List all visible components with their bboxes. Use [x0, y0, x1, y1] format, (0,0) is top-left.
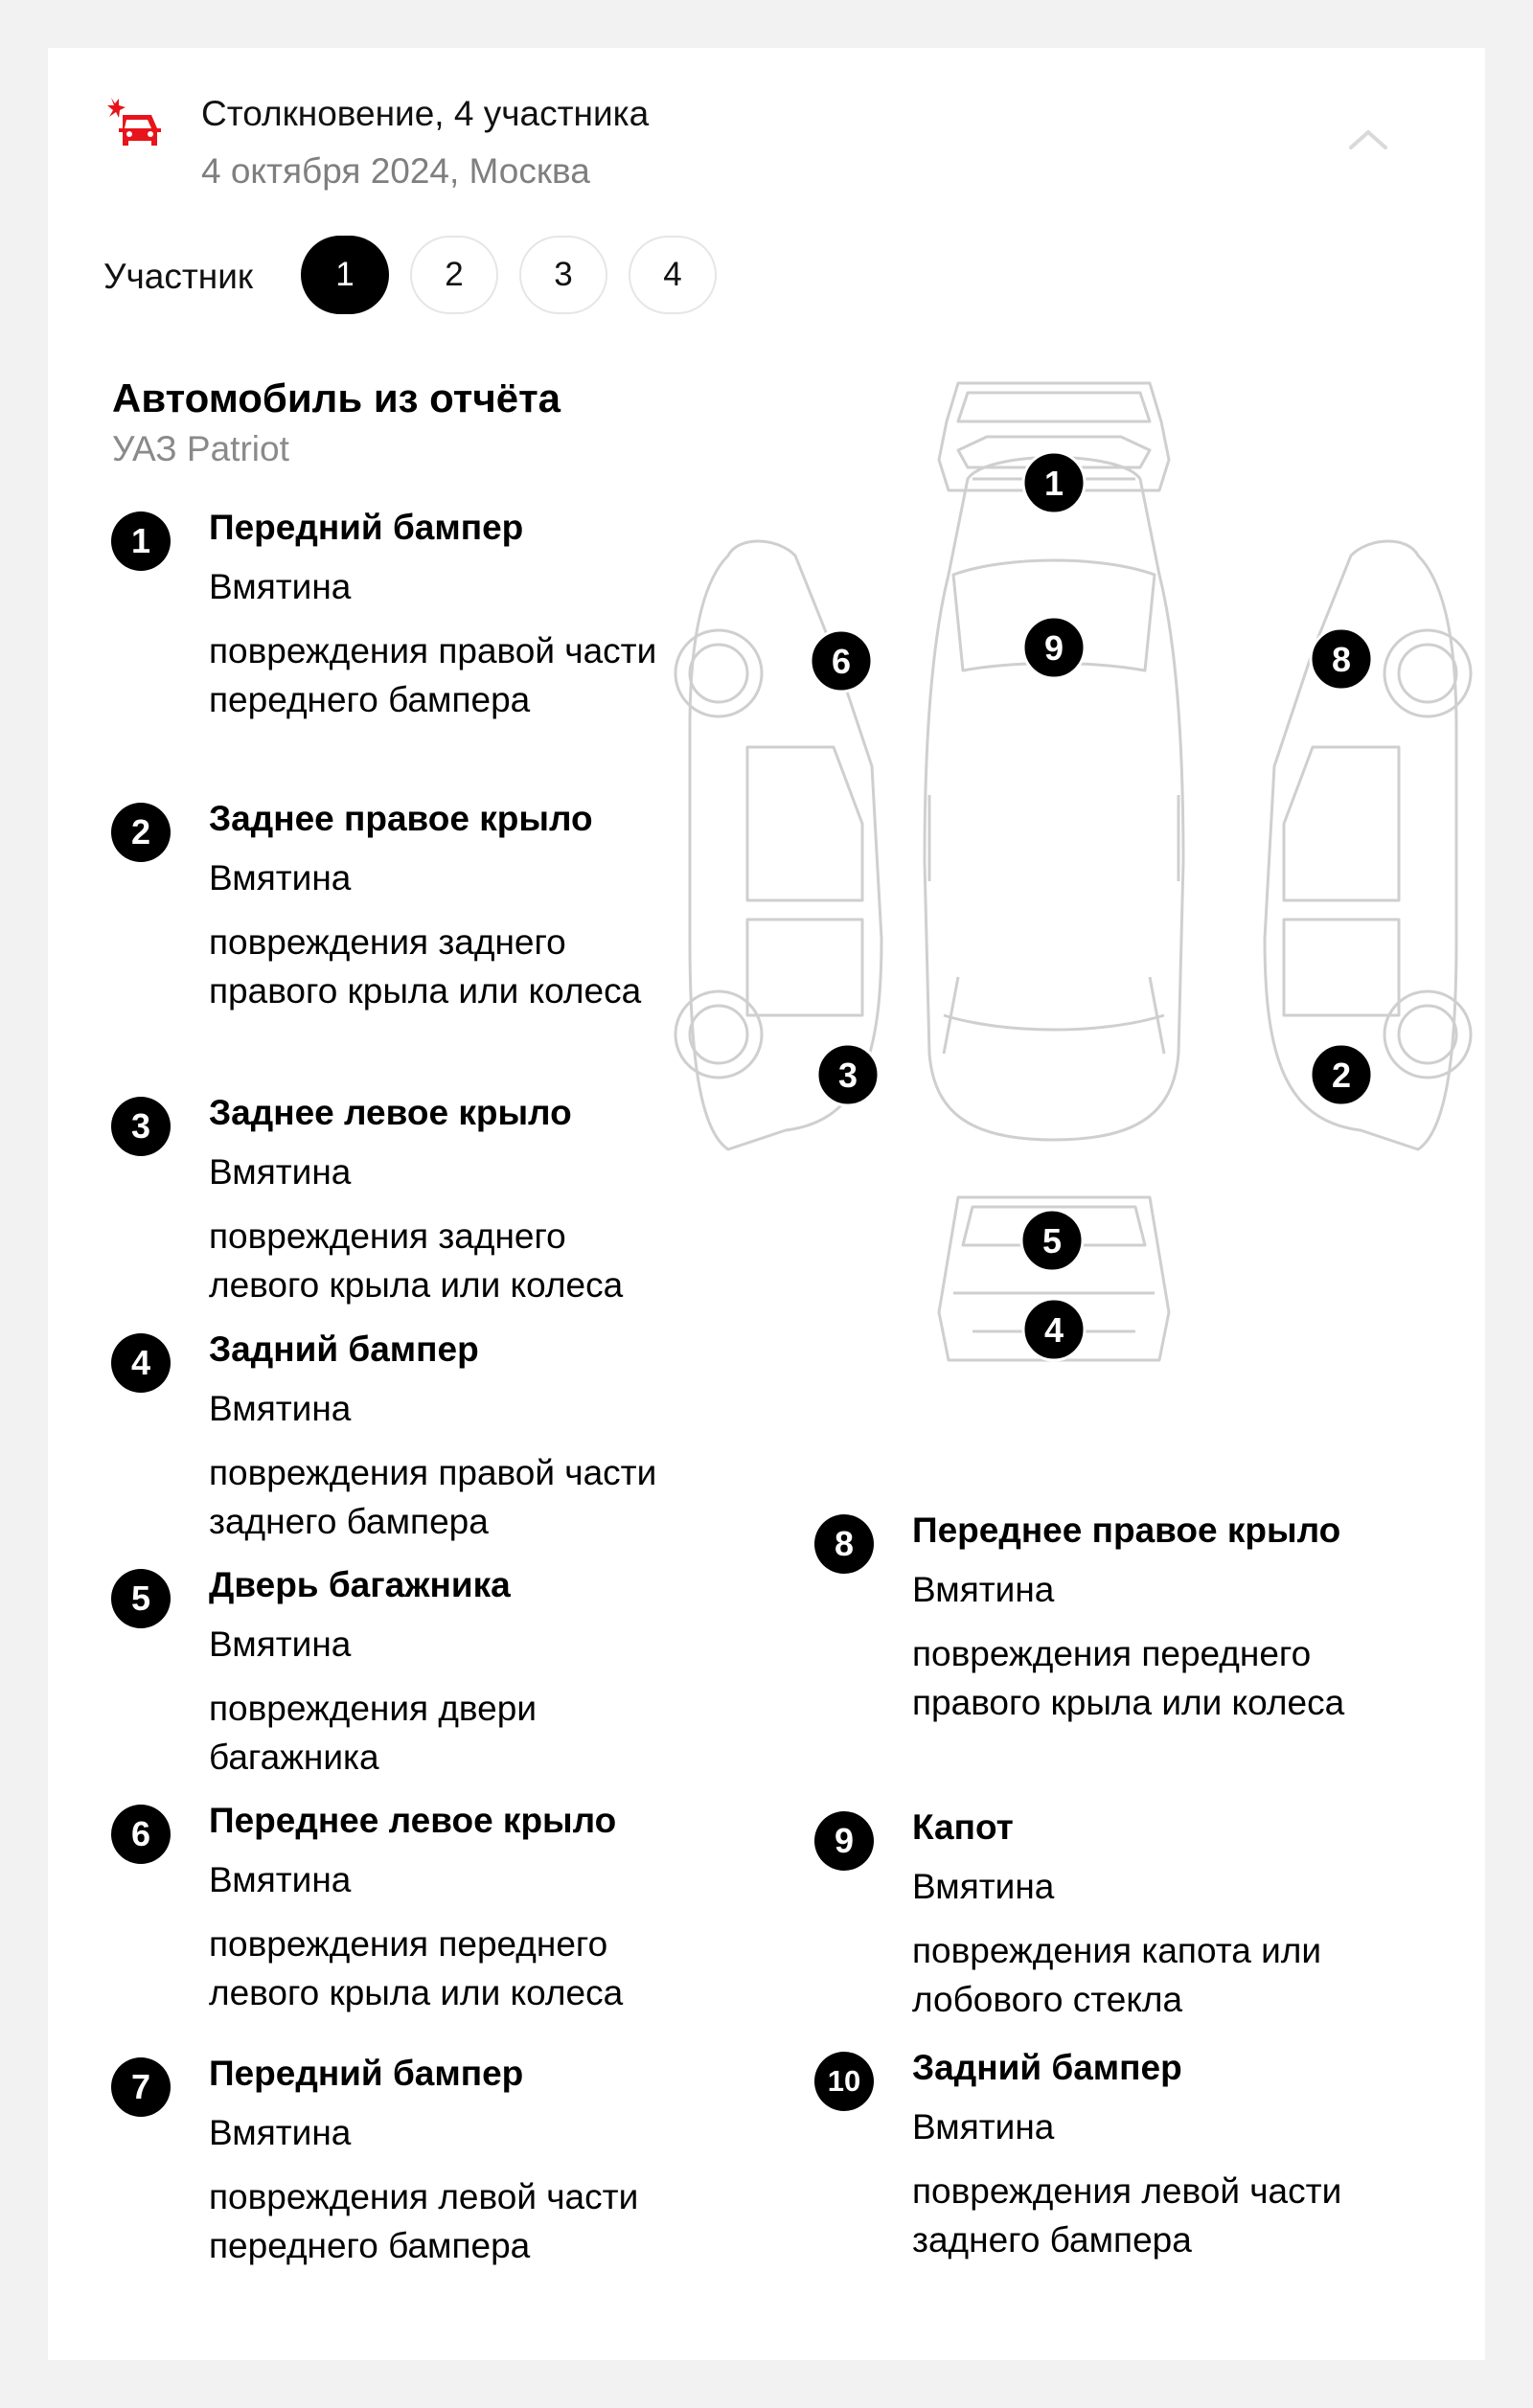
damage-description: повреждения заднего левого крыла или кол… [209, 1216, 624, 1305]
damage-description: повреждения правой части переднего бампе… [209, 631, 657, 719]
svg-text:3: 3 [838, 1056, 858, 1095]
damage-item: 10 Задний бампер Вмятина повреждения лев… [814, 2048, 1341, 2268]
car-model: УАЗ Patriot [112, 429, 289, 468]
svg-text:9: 9 [1044, 628, 1064, 668]
damage-type: Вмятина [209, 1860, 352, 1899]
accident-date-location: 4 октября 2024, Москва [201, 151, 590, 191]
car-right-side-view [1263, 539, 1473, 1151]
damage-item: 1 Передний бампер Вмятина повреждения пр… [111, 508, 656, 776]
svg-text:8: 8 [1332, 640, 1351, 679]
diagram-marker-9: 9 [1021, 615, 1087, 680]
damage-item: 7 Передний бампер Вмятина повреждения ле… [111, 2054, 638, 2322]
car-section-title: Автомобиль из отчёта [112, 375, 561, 420]
damage-number-badge: 10 [814, 2052, 874, 2111]
damage-item: 4 Задний бампер Вмятина повреждения прав… [111, 1329, 656, 1550]
damage-part-name: Передний бампер [209, 508, 524, 547]
damage-number-badge: 4 [111, 1333, 171, 1393]
damage-part-name: Задний бампер [912, 2048, 1182, 2087]
chevron-up-icon[interactable] [1345, 125, 1391, 153]
participant-tabs: 1 2 3 4 [301, 236, 717, 314]
participant-tab-4[interactable]: 4 [629, 236, 717, 314]
damage-number-badge: 7 [111, 2057, 171, 2117]
participant-tab-3[interactable]: 3 [519, 236, 607, 314]
damage-type: Вмятина [209, 858, 352, 897]
damage-description: повреждения правой части заднего бампера [209, 1453, 657, 1541]
damage-number-badge: 5 [111, 1569, 171, 1628]
damage-number-badge: 2 [111, 803, 171, 862]
damage-number-badge: 1 [111, 511, 171, 571]
damage-description: повреждения капота или лобового стекла [912, 1931, 1322, 2019]
damage-type: Вмятина [209, 1624, 352, 1664]
damage-type: Вмятина [912, 2107, 1055, 2147]
svg-text:2: 2 [1332, 1056, 1351, 1095]
damage-description: повреждения левой части переднего бампер… [209, 2177, 639, 2265]
damage-item: 5 Дверь багажника Вмятина повреждения дв… [111, 1565, 561, 1785]
car-front-view [937, 381, 1171, 492]
damage-type: Вмятина [209, 1389, 352, 1428]
damage-item: 2 Заднее правое крыло Вмятина повреждени… [111, 799, 641, 1067]
damage-description: повреждения заднего правого крыла или ко… [209, 922, 642, 1011]
damage-number-badge: 6 [111, 1805, 171, 1864]
damage-item: 6 Переднее левое крыло Вмятина поврежден… [111, 1801, 623, 2021]
damage-description: повреждения двери багажника [209, 1689, 537, 1777]
diagram-marker-8: 8 [1309, 626, 1374, 692]
damage-part-name: Капот [912, 1807, 1014, 1847]
damage-type: Вмятина [209, 1152, 352, 1192]
accident-card: Столкновение, 4 участника 4 октября 2024… [48, 48, 1485, 2360]
car-crash-icon [107, 98, 161, 146]
damage-part-name: Заднее левое крыло [209, 1093, 572, 1132]
car-top-view [923, 456, 1185, 1142]
damage-item: 3 Заднее левое крыло Вмятина повреждения… [111, 1093, 623, 1313]
damage-part-name: Задний бампер [209, 1329, 479, 1369]
damage-number-badge: 8 [814, 1514, 874, 1574]
svg-text:5: 5 [1042, 1221, 1062, 1261]
diagram-marker-6: 6 [809, 628, 874, 693]
damage-type: Вмятина [912, 1867, 1055, 1906]
damage-type: Вмятина [209, 2113, 352, 2152]
diagram-marker-4: 4 [1021, 1297, 1087, 1362]
damage-item: 8 Переднее правое крыло Вмятина поврежде… [814, 1511, 1344, 1779]
damage-item: 9 Капот Вмятина повреждения капота или л… [814, 1807, 1321, 2028]
diagram-marker-5: 5 [1019, 1208, 1085, 1273]
participant-label: Участник [103, 257, 254, 296]
damage-description: повреждения левой части заднего бампера [912, 2171, 1342, 2260]
damage-part-name: Дверь багажника [209, 1565, 511, 1604]
car-left-side-view [674, 539, 883, 1151]
damage-type: Вмятина [912, 1570, 1055, 1609]
damage-part-name: Переднее левое крыло [209, 1801, 617, 1840]
svg-text:6: 6 [832, 642, 851, 681]
damage-part-name: Заднее правое крыло [209, 799, 593, 838]
damage-part-name: Переднее правое крыло [912, 1511, 1341, 1550]
svg-text:4: 4 [1044, 1310, 1064, 1350]
damage-description: повреждения переднего правого крыла или … [912, 1634, 1345, 1722]
diagram-marker-2: 2 [1309, 1042, 1374, 1107]
car-damage-diagram: 1 9 6 8 3 2 5 4 [674, 381, 1473, 1362]
diagram-marker-1: 1 [1021, 450, 1087, 515]
damage-number-badge: 9 [814, 1811, 874, 1871]
svg-text:1: 1 [1044, 464, 1064, 503]
diagram-marker-3: 3 [815, 1042, 881, 1107]
accident-title: Столкновение, 4 участника [201, 94, 650, 133]
participant-tab-1[interactable]: 1 [301, 236, 389, 314]
participant-tab-2[interactable]: 2 [410, 236, 498, 314]
damage-description: повреждения переднего левого крыла или к… [209, 1924, 624, 2012]
damage-number-badge: 3 [111, 1097, 171, 1156]
damage-type: Вмятина [209, 567, 352, 606]
damage-part-name: Передний бампер [209, 2054, 524, 2093]
